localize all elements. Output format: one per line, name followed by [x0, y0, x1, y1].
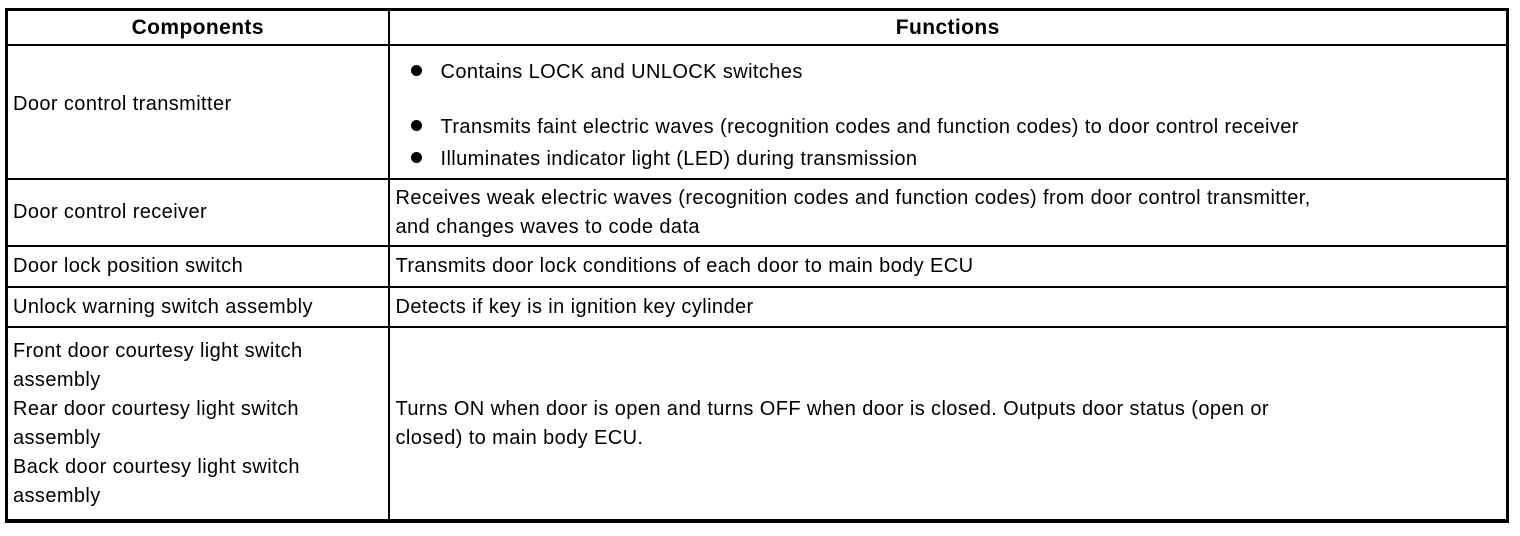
- bullet-item: Transmits faint electric waves (recognit…: [396, 113, 1503, 142]
- components-functions-table: Components Functions Door control transm…: [5, 8, 1509, 523]
- bullet-item-text: Transmits faint electric waves (recognit…: [440, 116, 1299, 138]
- table-row-unlock-warning-switch: Unlock warning switch assembly Detects i…: [5, 286, 1509, 328]
- component-cell: Front door courtesy light switch assembl…: [5, 326, 390, 522]
- function-cell: Receives weak electric waves (recognitio…: [387, 178, 1509, 247]
- header-cell-functions: Functions: [387, 8, 1509, 46]
- bullet-item: Illuminates indicator light (LED) during…: [396, 145, 1503, 174]
- component-cell: Door control transmitter: [5, 44, 390, 180]
- bullet-item: Contains LOCK and UNLOCK switches: [396, 58, 1503, 87]
- table-row-door-control-transmitter: Door control transmitter Contains LOCK a…: [5, 44, 1509, 180]
- bullet-icon: [410, 152, 422, 163]
- function-cell: Turns ON when door is open and turns OFF…: [387, 326, 1509, 522]
- table-row-courtesy-light-switches: Front door courtesy light switch assembl…: [5, 326, 1509, 522]
- bullet-item-text: Illuminates indicator light (LED) during…: [440, 148, 918, 170]
- function-cell: Detects if key is in ignition key cylind…: [387, 286, 1509, 328]
- function-cell: Transmits door lock conditions of each d…: [387, 245, 1509, 288]
- table-row-door-lock-position-switch: Door lock position switch Transmits door…: [5, 245, 1509, 288]
- bullet-icon: [410, 120, 422, 131]
- table-row-door-control-receiver: Door control receiver Receives weak elec…: [5, 178, 1509, 247]
- function-bullet-list: Contains LOCK and UNLOCK switches Transm…: [396, 58, 1503, 174]
- header-cell-components: Components: [5, 8, 390, 46]
- component-cell: Door control receiver: [5, 178, 390, 247]
- component-cell: Door lock position switch: [5, 245, 390, 288]
- component-cell: Unlock warning switch assembly: [5, 286, 390, 328]
- bullet-icon: [410, 65, 422, 76]
- function-cell: Contains LOCK and UNLOCK switches Transm…: [387, 44, 1509, 180]
- bullet-item-text: Contains LOCK and UNLOCK switches: [440, 61, 803, 83]
- table-header-row: Components Functions: [5, 8, 1509, 46]
